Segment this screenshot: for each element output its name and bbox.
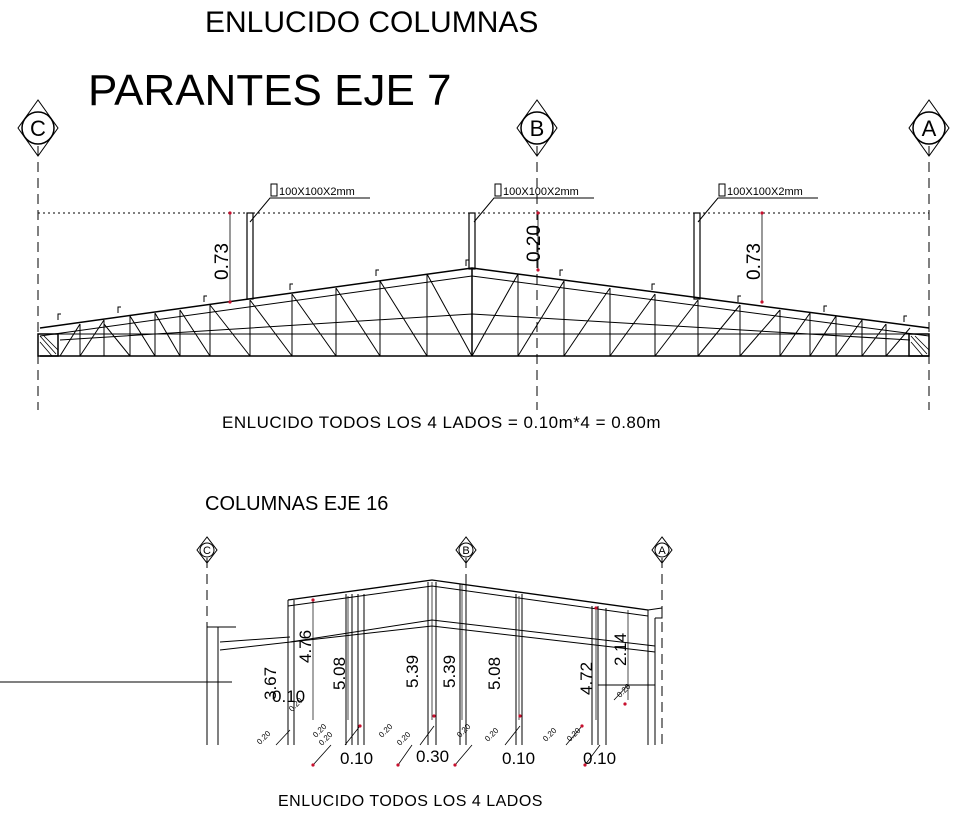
section1-title: PARANTES EJE 7 [88, 66, 452, 115]
small-dim-points [311, 598, 627, 767]
height-dim-2: 0.20 [524, 211, 545, 272]
small-dim-5: 0.20 [395, 730, 413, 748]
small-dim-8: 0.20 [541, 726, 559, 744]
profile-label-2: 100X100X2mm [503, 186, 579, 198]
col-height-7: 4.72 [577, 662, 596, 695]
col-height-3: 5.08 [330, 657, 349, 690]
small-dim-1: 0.20 [255, 729, 273, 747]
axis-label-b: B [530, 116, 545, 141]
small-dim-6: 0.20 [455, 722, 473, 740]
profile-label-3: 100X100X2mm [727, 186, 803, 198]
roof-truss [37, 259, 930, 357]
height-dim-lines [312, 582, 629, 720]
height-dim-3: 0.73 [744, 211, 765, 304]
axis-label-a: A [922, 116, 937, 141]
profile-callout-3: 100X100X2mm [697, 183, 818, 223]
main-title: ENLUCIDO COLUMNAS [205, 6, 538, 39]
parante-posts [246, 212, 701, 300]
section2-title: COLUMNAS EJE 16 [205, 493, 388, 515]
small-dim-7: 0.20 [483, 726, 501, 744]
col-height-5: 5.39 [440, 655, 459, 688]
note-bottom: ENLUCIDO TODOS LOS 4 LADOS [278, 793, 543, 810]
height-label-1: 0.73 [212, 243, 233, 280]
height-label-2: 0.20 [524, 225, 545, 262]
bottom-dim-3: 0.30 [416, 747, 449, 766]
col-height-2: 4.76 [296, 630, 315, 663]
col-height-6: 5.08 [485, 657, 504, 690]
col-height-1: 3.67 [261, 667, 280, 700]
bottom-dim-2: 0.10 [340, 749, 373, 768]
column-frame [206, 579, 663, 745]
col-height-8: 2.14 [611, 633, 630, 666]
profile-callout-1: 100X100X2mm [249, 183, 370, 223]
bottom-dim-1: 0.10 [272, 687, 305, 706]
height-dim-1: 0.73 [212, 211, 233, 304]
small-dim-4: 0.20 [377, 722, 395, 740]
small-dim-10: 0.20 [615, 682, 633, 700]
small-dim-ticks [275, 684, 629, 766]
bottom-dim-4: 0.10 [502, 749, 535, 768]
col-height-4: 5.39 [403, 655, 422, 688]
axis-label-b-small: B [462, 545, 469, 557]
note-top: ENLUCIDO TODOS LOS 4 LADOS = 0.10m*4 = 0… [222, 413, 661, 432]
height-label-3: 0.73 [744, 243, 765, 280]
axis-label-c: C [30, 116, 46, 141]
profile-label-1: 100X100X2mm [279, 186, 355, 198]
axis-label-a-small: A [658, 545, 666, 557]
profile-callout-2: 100X100X2mm [473, 183, 594, 223]
bottom-dim-5: 0.10 [583, 749, 616, 768]
axis-label-c-small: C [203, 545, 211, 557]
